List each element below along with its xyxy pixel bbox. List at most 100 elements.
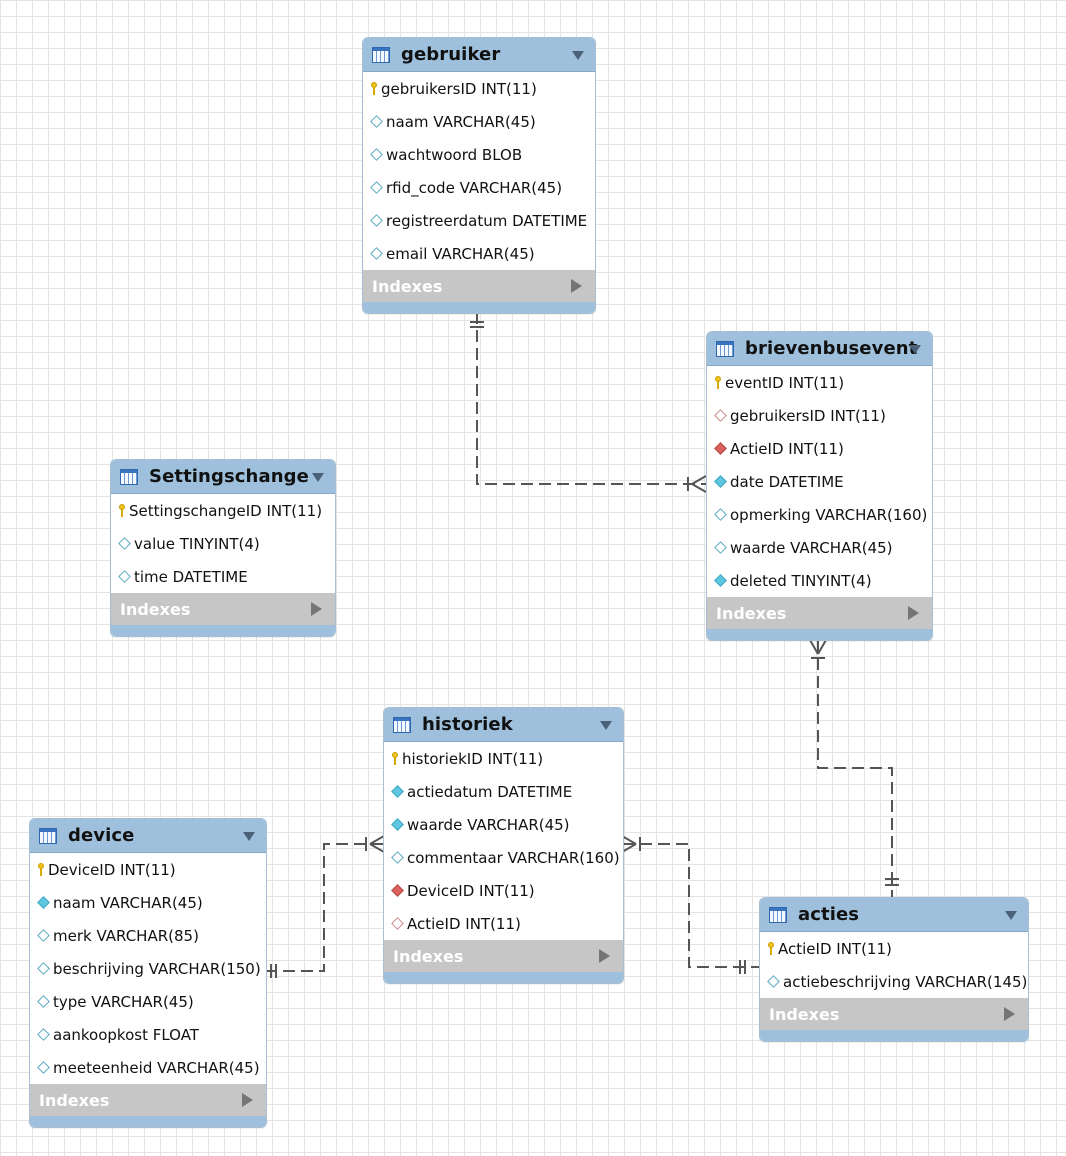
table-header[interactable]: device: [30, 819, 266, 853]
expand-arrow-icon[interactable]: [599, 949, 610, 963]
column-row[interactable]: ActieID INT(11): [384, 907, 623, 940]
table-device[interactable]: device DeviceID INT(11)naam VARCHAR(45)m…: [29, 818, 267, 1128]
expand-arrow-icon[interactable]: [242, 1093, 253, 1107]
column-icon: [37, 929, 50, 942]
column-row[interactable]: DeviceID INT(11): [30, 853, 266, 886]
column-row[interactable]: historiekID INT(11): [384, 742, 623, 775]
table-header[interactable]: acties: [760, 898, 1028, 932]
column-row[interactable]: ActieID INT(11): [707, 432, 932, 465]
table-historiek[interactable]: historiek historiekID INT(11) actiedatum …: [383, 707, 624, 984]
column-definition: date DATETIME: [730, 472, 844, 491]
not-null-foreign-key-icon: [714, 442, 727, 455]
column-row[interactable]: meeteenheid VARCHAR(45): [30, 1051, 266, 1084]
indexes-section[interactable]: Indexes: [30, 1084, 266, 1116]
table-settingschange[interactable]: Settingschange SettingschangeID INT(11) v…: [110, 459, 336, 637]
column-row[interactable]: merk VARCHAR(85): [30, 919, 266, 952]
foreign-key-icon: [391, 917, 404, 930]
table-header[interactable]: Settingschange: [111, 460, 335, 494]
column-row[interactable]: waarde VARCHAR(45): [384, 808, 623, 841]
table-brievenbusevent[interactable]: brievenbusevent eventID INT(11)gebruiker…: [706, 331, 933, 641]
column-row[interactable]: aankoopkost FLOAT: [30, 1018, 266, 1051]
foreign-key-icon: [714, 409, 727, 422]
expand-arrow-icon[interactable]: [1004, 1007, 1015, 1021]
indexes-section[interactable]: Indexes: [384, 940, 623, 972]
column-definition: SettingschangeID INT(11): [129, 501, 323, 520]
column-definition: registreerdatum DATETIME: [386, 211, 588, 230]
indexes-section[interactable]: Indexes: [707, 597, 932, 629]
column-row[interactable]: wachtwoord BLOB: [363, 138, 595, 171]
column-icon: [370, 115, 383, 128]
column-row[interactable]: eventID INT(11): [707, 366, 932, 399]
indexes-label: Indexes: [120, 599, 191, 619]
column-row[interactable]: actiebeschrijving VARCHAR(145): [760, 965, 1028, 998]
not-null-column-icon: [391, 818, 404, 831]
column-definition: commentaar VARCHAR(160): [407, 848, 620, 867]
table-footer: [760, 1030, 1028, 1041]
column-row[interactable]: deleted TINYINT(4): [707, 564, 932, 597]
column-row[interactable]: gebruikersID INT(11): [707, 399, 932, 432]
collapse-triangle-icon[interactable]: [572, 51, 584, 60]
relationship-device-historiek[interactable]: [265, 835, 385, 978]
table-header[interactable]: historiek: [384, 708, 623, 742]
table-icon: [372, 46, 390, 63]
primary-key-icon: [38, 863, 44, 876]
table-icon: [769, 906, 787, 923]
table-footer: [30, 1116, 266, 1127]
column-row[interactable]: commentaar VARCHAR(160): [384, 841, 623, 874]
column-row[interactable]: registreerdatum DATETIME: [363, 204, 595, 237]
column-row[interactable]: time DATETIME: [111, 560, 335, 593]
column-list: gebruikersID INT(11) naam VARCHAR(45) wach…: [363, 72, 595, 270]
column-definition: historiekID INT(11): [402, 749, 544, 768]
column-row[interactable]: naam VARCHAR(45): [30, 886, 266, 919]
column-row[interactable]: opmerking VARCHAR(160): [707, 498, 932, 531]
indexes-section[interactable]: Indexes: [760, 998, 1028, 1030]
column-row[interactable]: value TINYINT(4): [111, 527, 335, 560]
table-header[interactable]: gebruiker: [363, 38, 595, 72]
expand-arrow-icon[interactable]: [571, 279, 582, 293]
column-icon: [370, 181, 383, 194]
column-row[interactable]: actiedatum DATETIME: [384, 775, 623, 808]
table-name: device: [68, 825, 135, 846]
column-definition: DeviceID INT(11): [48, 860, 176, 879]
not-null-column-icon: [714, 475, 727, 488]
collapse-triangle-icon[interactable]: [600, 721, 612, 730]
column-row[interactable]: type VARCHAR(45): [30, 985, 266, 1018]
column-row[interactable]: date DATETIME: [707, 465, 932, 498]
table-gebruiker[interactable]: gebruiker gebruikersID INT(11) naam VARCH…: [362, 37, 596, 314]
column-definition: wachtwoord BLOB: [386, 145, 523, 164]
column-row[interactable]: gebruikersID INT(11): [363, 72, 595, 105]
relationship-acties-brievenbusevent[interactable]: [809, 639, 899, 897]
collapse-triangle-icon[interactable]: [243, 832, 255, 841]
relationship-gebruiker-brievenbusevent[interactable]: [470, 312, 707, 493]
column-row[interactable]: DeviceID INT(11): [384, 874, 623, 907]
indexes-label: Indexes: [39, 1090, 110, 1110]
expand-arrow-icon[interactable]: [908, 606, 919, 620]
collapse-triangle-icon[interactable]: [1005, 911, 1017, 920]
column-row[interactable]: waarde VARCHAR(45): [707, 531, 932, 564]
column-row[interactable]: SettingschangeID INT(11): [111, 494, 335, 527]
column-row[interactable]: email VARCHAR(45): [363, 237, 595, 270]
column-icon: [37, 1028, 50, 1041]
column-row[interactable]: rfid_code VARCHAR(45): [363, 171, 595, 204]
table-icon: [393, 716, 411, 733]
column-icon: [118, 537, 131, 550]
not-null-column-icon: [714, 574, 727, 587]
indexes-section[interactable]: Indexes: [111, 593, 335, 625]
column-row[interactable]: ActieID INT(11): [760, 932, 1028, 965]
table-header[interactable]: brievenbusevent: [707, 332, 932, 366]
column-row[interactable]: naam VARCHAR(45): [363, 105, 595, 138]
column-list: ActieID INT(11)actiebeschrijving VARCHAR…: [760, 932, 1028, 998]
indexes-label: Indexes: [372, 276, 443, 296]
indexes-section[interactable]: Indexes: [363, 270, 595, 302]
collapse-triangle-icon[interactable]: [312, 473, 324, 482]
column-icon: [767, 975, 780, 988]
expand-arrow-icon[interactable]: [311, 602, 322, 616]
column-row[interactable]: beschrijving VARCHAR(150): [30, 952, 266, 985]
relationship-acties-historiek[interactable]: [621, 835, 759, 974]
column-definition: type VARCHAR(45): [53, 992, 194, 1011]
table-acties[interactable]: acties ActieID INT(11)actiebeschrijving …: [759, 897, 1029, 1042]
indexes-label: Indexes: [393, 946, 464, 966]
collapse-triangle-icon[interactable]: [909, 345, 921, 354]
column-definition: naam VARCHAR(45): [386, 112, 536, 131]
